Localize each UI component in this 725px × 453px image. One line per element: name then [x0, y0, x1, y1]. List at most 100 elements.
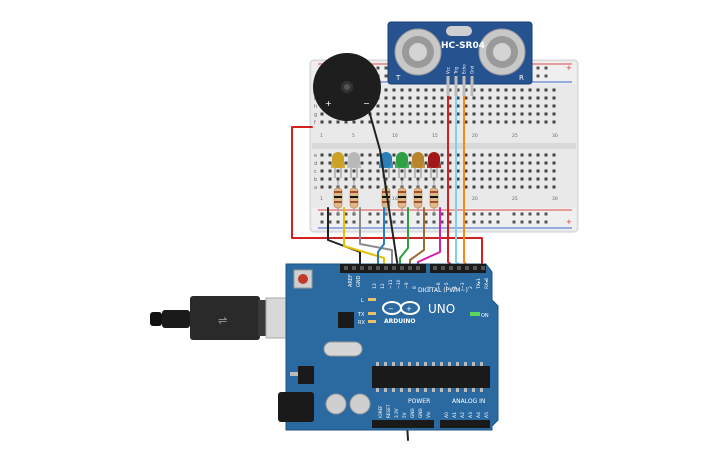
- top-pin-label: 12: [380, 283, 386, 289]
- top-pin-label: 13: [372, 283, 378, 289]
- svg-text:+: +: [406, 305, 412, 313]
- tx-label: TX: [357, 312, 365, 318]
- arduino-logo: − +: [382, 301, 420, 315]
- power-pin-label: RESET: [386, 404, 391, 418]
- chip-pins: [376, 362, 483, 392]
- reset-button-cap[interactable]: [298, 274, 308, 284]
- resistor[interactable]: [413, 180, 423, 216]
- col-number: 10: [392, 196, 398, 202]
- col-number: 15: [432, 133, 438, 139]
- power-pin-label: GND: [410, 408, 415, 418]
- analog-pin-label: A2: [460, 412, 466, 418]
- on-led: [470, 312, 480, 316]
- analog-pin-label: A1: [452, 412, 458, 418]
- model-label: UNO: [428, 302, 455, 316]
- top-pin-label: ~6: [436, 282, 442, 289]
- atmega-chip: [372, 366, 490, 388]
- crystal: [323, 341, 363, 357]
- resistor[interactable]: [333, 180, 343, 216]
- top-pin-label: ~10: [396, 279, 402, 289]
- capacitor-2: [349, 393, 371, 415]
- led-red[interactable]: [427, 152, 441, 178]
- top-pin-label: RX◂0: [484, 278, 490, 289]
- col-number: 30: [552, 133, 558, 139]
- sensor-pin[interactable]: [446, 76, 450, 96]
- sensor-pin-label: Vcc: [446, 67, 451, 74]
- analog-pin-label: A3: [468, 412, 474, 418]
- svg-text:−: −: [388, 305, 394, 313]
- top-pin-label: TX▸1: [476, 278, 482, 290]
- l-led-label: L: [361, 298, 364, 304]
- wire-yellow[interactable]: [343, 207, 385, 269]
- sensor-pin[interactable]: [462, 76, 466, 96]
- power-pin-label: IOREF: [378, 405, 383, 418]
- header-power: [372, 420, 434, 428]
- resistor[interactable]: [397, 180, 407, 216]
- top-pin-label: 7: [428, 286, 434, 289]
- header-analog: [440, 420, 490, 428]
- row-letter: e: [314, 153, 317, 159]
- resistor[interactable]: [429, 180, 439, 216]
- voltage-regulator: [298, 366, 314, 384]
- buzzer-minus-label: −: [363, 99, 370, 108]
- brand-label: ARDUINO: [384, 318, 415, 325]
- breadboard-holes: [320, 66, 556, 224]
- row-letter: d: [314, 161, 317, 167]
- l-led: [368, 298, 376, 301]
- sensor-t-label: T: [395, 74, 401, 82]
- sensor-r-label: R: [519, 74, 524, 82]
- usb-chip: [338, 312, 354, 328]
- led-green[interactable]: [395, 152, 409, 178]
- sensor-pin[interactable]: [470, 76, 474, 96]
- row-letter: f: [314, 120, 316, 126]
- top-pin-label: 8: [412, 286, 418, 289]
- row-letter: b: [314, 177, 317, 183]
- col-number: 25: [512, 133, 518, 139]
- col-number: 25: [512, 196, 518, 202]
- top-pin-label: 4: [452, 286, 458, 289]
- power-pin-label: GND: [418, 408, 423, 418]
- header-top-left: [340, 264, 426, 273]
- capacitor-1: [325, 393, 347, 415]
- top-pin-holes: [344, 266, 485, 270]
- row-letter: i: [314, 96, 315, 102]
- usb-icon: ⇌: [218, 314, 227, 327]
- wire-blue[interactable]: [377, 207, 385, 269]
- sensor-pin-label: Echo: [462, 64, 467, 74]
- led-white[interactable]: [347, 152, 361, 178]
- col-number: 30: [552, 196, 558, 202]
- rx-led: [368, 320, 376, 323]
- buzzer[interactable]: + −: [313, 53, 381, 121]
- analog-pin-label: A4: [476, 412, 482, 418]
- analog-label: ANALOG IN: [452, 398, 485, 405]
- col-number: 5: [352, 133, 355, 139]
- wire-gray[interactable]: [359, 207, 393, 269]
- sensor-pin[interactable]: [454, 76, 458, 96]
- row-letter: a: [314, 185, 317, 191]
- top-pin-label: ~3: [460, 282, 466, 289]
- top-pin-label: ~11: [388, 279, 394, 289]
- top-pin-label: ~5: [444, 282, 450, 289]
- resistor[interactable]: [349, 180, 359, 216]
- sensor-pin-label: Gnd: [470, 65, 475, 74]
- power-label: POWER: [408, 398, 430, 405]
- analog-pin-label: A0: [444, 412, 450, 418]
- wire-green[interactable]: [399, 207, 409, 269]
- leds[interactable]: [331, 152, 441, 178]
- col-number: 10: [392, 133, 398, 139]
- rx-label: RX: [358, 320, 365, 326]
- led-yellow[interactable]: [331, 152, 345, 178]
- led-orange[interactable]: [411, 152, 425, 178]
- sensor-model-label: HC-SR04: [441, 41, 485, 51]
- sensor-pin-label: Trig: [454, 66, 459, 75]
- wire-red[interactable]: [291, 126, 483, 269]
- power-pin-label: 3.3V: [394, 408, 399, 418]
- power-jack[interactable]: [278, 392, 314, 422]
- col-number: 1: [320, 196, 323, 202]
- analog-pin-label: A5: [484, 412, 490, 418]
